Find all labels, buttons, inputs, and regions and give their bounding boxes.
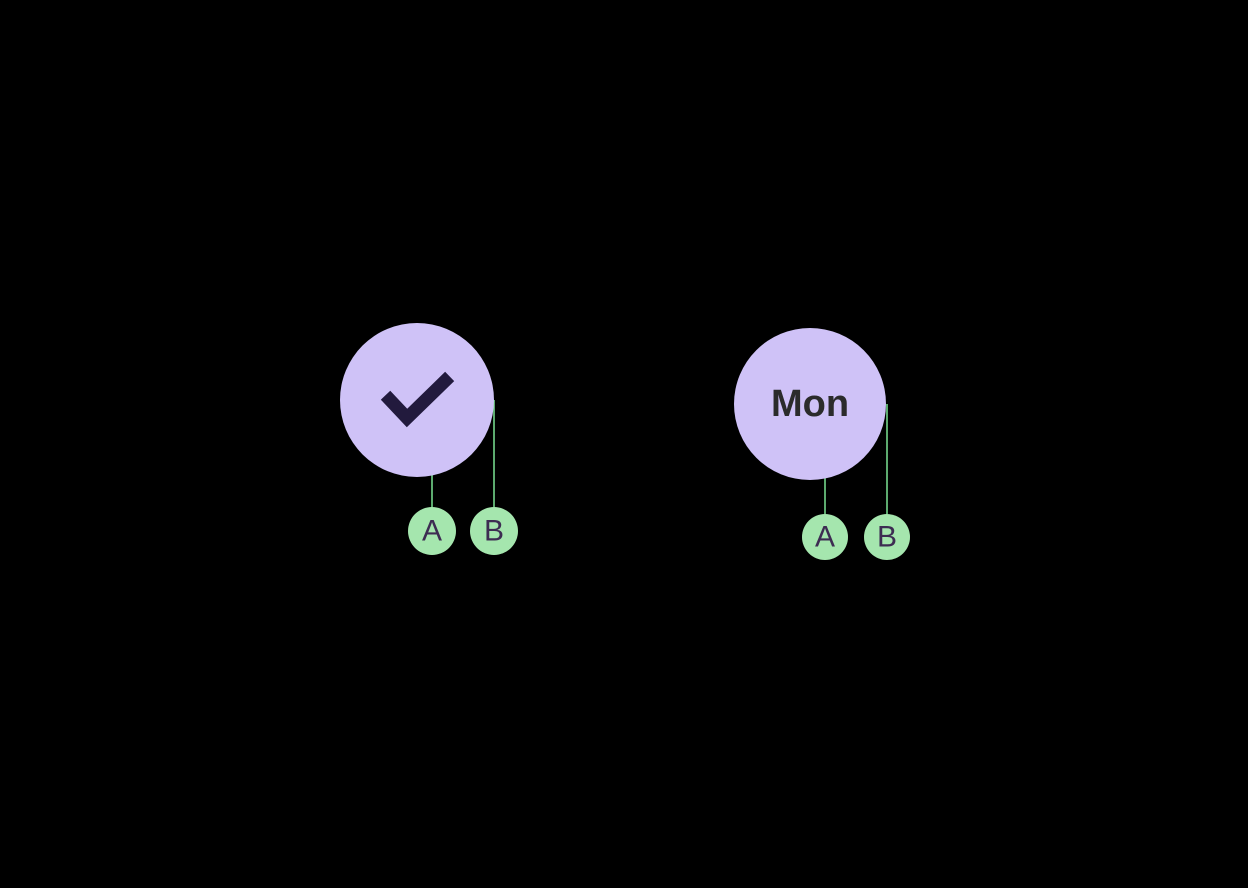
child-node-b[interactable] <box>864 514 910 560</box>
child-node-b[interactable] <box>470 507 518 555</box>
child-node-a[interactable] <box>408 507 456 555</box>
group-right: Mon A B <box>734 328 910 560</box>
child-node-b-label: B <box>877 521 897 554</box>
check-icon <box>380 371 455 428</box>
child-node-a-label: A <box>422 515 442 548</box>
child-node-b-label: B <box>484 515 504 548</box>
parent-node-mon-label: Mon <box>771 383 849 425</box>
group-left: A B <box>340 323 518 555</box>
parent-node-mon[interactable] <box>734 328 886 480</box>
child-node-a-label: A <box>815 521 835 554</box>
child-node-a[interactable] <box>802 514 848 560</box>
